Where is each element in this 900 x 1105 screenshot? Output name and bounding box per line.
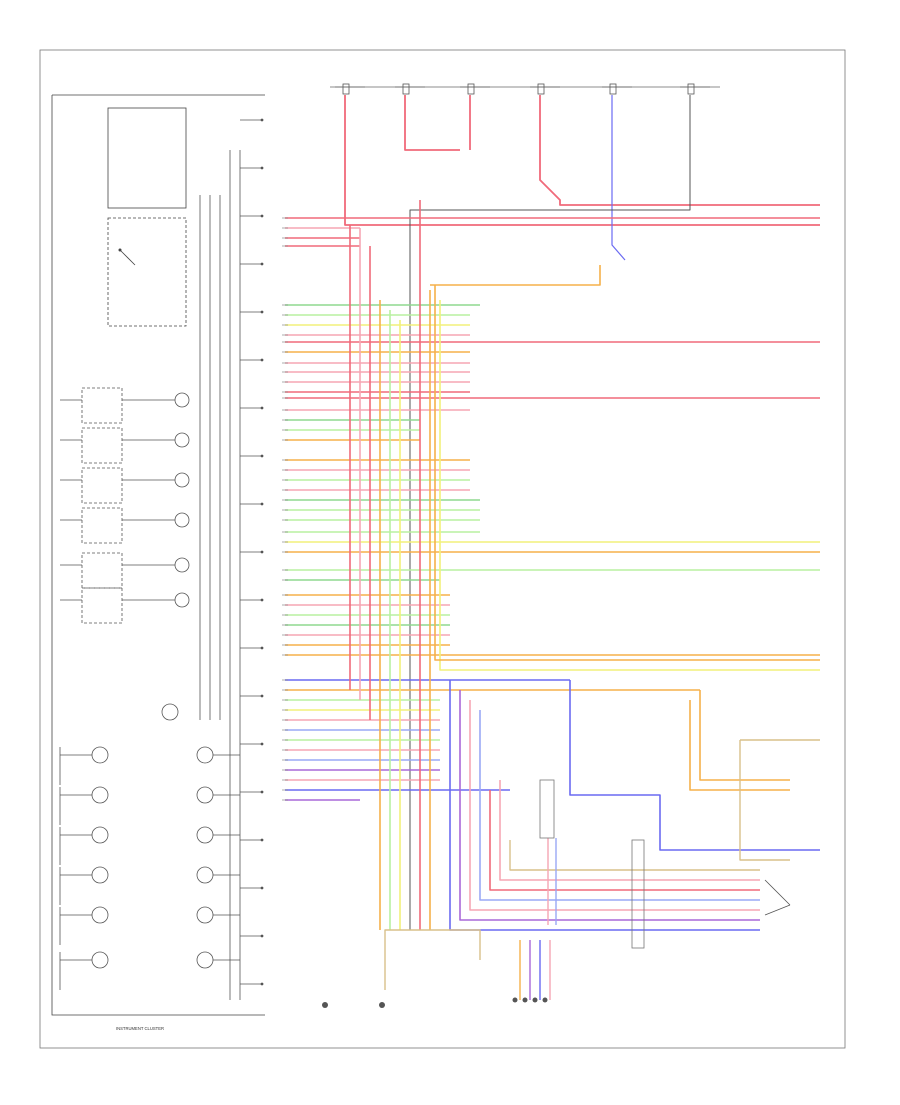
bulb-icon — [174, 472, 190, 488]
cluster-bus-lines — [199, 150, 241, 1000]
wire — [404, 95, 460, 151]
lamp-block — [81, 507, 123, 544]
lamp-block — [81, 467, 123, 504]
mid-module-connector — [539, 779, 555, 839]
wire — [739, 740, 790, 861]
ground-icon-6 — [542, 997, 548, 1003]
fuse-icon — [687, 83, 695, 95]
bulb-icon — [91, 906, 109, 924]
wire — [611, 95, 626, 261]
lamp-block — [81, 387, 123, 424]
connector-icon — [260, 118, 264, 122]
bulb-icon — [174, 557, 190, 573]
fuse-icon — [467, 83, 475, 95]
lamp-block — [81, 552, 123, 589]
wire — [499, 780, 760, 881]
ground-icon-5 — [532, 997, 538, 1003]
bulb-icon — [174, 392, 190, 408]
wire — [569, 680, 820, 851]
wire — [439, 300, 820, 671]
bulb-icon — [174, 432, 190, 448]
bulb-icon — [196, 906, 214, 924]
switch-icon-2 — [764, 879, 791, 916]
bulb-icon — [91, 866, 109, 884]
wire — [479, 710, 760, 901]
connector-icon — [260, 646, 264, 650]
fuse-icon — [342, 83, 350, 95]
fuse-icon — [609, 83, 617, 95]
cluster-pins — [240, 118, 264, 986]
connector-icon — [260, 742, 264, 746]
ground-icon-4 — [522, 997, 528, 1003]
bulb-icon — [91, 746, 109, 764]
indicator-lamps — [59, 387, 240, 990]
bulb-icon — [161, 703, 179, 721]
cluster-enclosure — [51, 94, 265, 1016]
ground-icon-3 — [512, 997, 518, 1003]
wire — [469, 700, 760, 911]
connector-icon — [260, 502, 264, 506]
fuse-row — [330, 83, 720, 95]
harness-wires — [285, 95, 820, 1000]
wire — [539, 95, 820, 206]
connector-icon — [260, 838, 264, 842]
left-panel-title: INSTRUMENT CLUSTER — [116, 1026, 164, 1031]
connector-icon — [260, 790, 264, 794]
wire — [449, 680, 760, 931]
wire — [430, 265, 601, 286]
wire — [344, 95, 820, 226]
wire — [409, 95, 691, 930]
bulb-icon — [196, 786, 214, 804]
lamp-block — [81, 587, 123, 624]
wire — [699, 690, 790, 781]
wire — [459, 690, 760, 921]
fuse-icon — [537, 83, 545, 95]
connector-icon — [260, 934, 264, 938]
cluster-gauge-box — [107, 217, 187, 327]
bulb-icon — [91, 786, 109, 804]
wire — [384, 929, 481, 990]
bulb-icon — [174, 592, 190, 608]
bulb-icon — [196, 866, 214, 884]
lamp-block — [81, 427, 123, 464]
switch-icon — [119, 249, 136, 266]
connector-icon — [260, 214, 264, 218]
connector-icon — [260, 454, 264, 458]
connector-icon — [260, 358, 264, 362]
cluster-module-box — [107, 107, 187, 209]
connector-icon — [260, 262, 264, 266]
connector-icon — [260, 310, 264, 314]
wire-labels — [282, 217, 288, 801]
bulb-icon — [174, 512, 190, 528]
ground-icon-2 — [379, 1002, 385, 1008]
connector-icon — [260, 550, 264, 554]
diagram-frame — [39, 49, 846, 1049]
connector-icon — [260, 598, 264, 602]
bulb-icon — [196, 951, 214, 969]
bulb-icon — [91, 951, 109, 969]
connector-icon — [260, 982, 264, 986]
right-module-connector — [631, 839, 645, 949]
ground-icon — [322, 1002, 328, 1008]
wire — [689, 700, 790, 791]
wire — [434, 285, 820, 661]
fuse-icon — [402, 83, 410, 95]
connector-icon — [260, 166, 264, 170]
connector-icon — [260, 406, 264, 410]
wire — [489, 790, 760, 891]
switch-contact — [118, 248, 122, 252]
bulb-icon — [196, 746, 214, 764]
bulb-icon — [196, 826, 214, 844]
connector-icon — [260, 886, 264, 890]
connector-icon — [260, 694, 264, 698]
wire — [509, 840, 760, 871]
bulb-icon — [91, 826, 109, 844]
